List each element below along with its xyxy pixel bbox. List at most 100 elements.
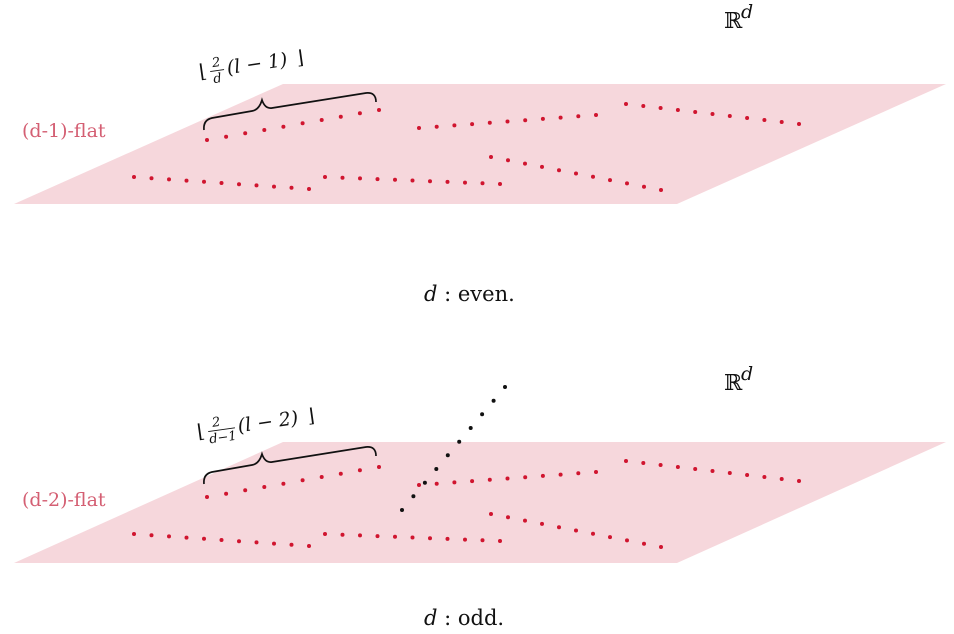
off-plane-point (445, 453, 450, 458)
point (319, 118, 324, 122)
curly-brace (203, 92, 377, 131)
point (693, 467, 698, 471)
point (480, 538, 485, 543)
point-set (132, 102, 801, 192)
point (300, 478, 305, 483)
point (393, 534, 397, 539)
space-label: ℝ d (724, 363, 753, 396)
point (470, 479, 475, 484)
point (658, 463, 663, 467)
caption: d : even. (424, 282, 515, 306)
point (219, 181, 224, 185)
point (574, 171, 578, 176)
brace-body: (l − 2) (236, 407, 299, 437)
point (281, 124, 286, 129)
point (149, 533, 154, 538)
caption-variable: d (424, 606, 437, 630)
plane-d-2-flat (14, 442, 946, 563)
point (470, 122, 475, 127)
point (132, 175, 136, 179)
point (375, 534, 380, 539)
point (557, 525, 561, 530)
fraction-denominator: d (212, 71, 222, 87)
caption-variable: d (424, 282, 437, 306)
point (434, 124, 439, 129)
point (489, 155, 493, 159)
point (393, 177, 397, 182)
point (463, 537, 467, 542)
point (338, 471, 343, 476)
point (797, 122, 801, 126)
panel-odd: (d-2)-flat ℝ d ⌊ 2 d−1 (l − 2) ⌋ d : odd… (14, 363, 946, 630)
caption-text: d : even. (424, 282, 515, 306)
point (262, 485, 267, 489)
point (184, 535, 189, 540)
point (307, 187, 311, 191)
off-plane-point (422, 480, 427, 485)
point (727, 471, 732, 475)
point (625, 538, 629, 543)
caption-text: d : odd. (424, 606, 504, 630)
point (779, 120, 784, 124)
space-symbol: ℝ (724, 371, 743, 396)
point (591, 531, 595, 536)
point (489, 512, 493, 516)
off-plane-point (491, 398, 496, 403)
point (358, 533, 362, 538)
point (445, 536, 450, 541)
point (272, 541, 276, 546)
point (625, 181, 629, 186)
point (523, 518, 527, 523)
point (132, 532, 136, 536)
point (307, 544, 311, 548)
point (281, 481, 286, 486)
off-plane-point (468, 426, 473, 430)
point (340, 175, 345, 180)
point (428, 536, 432, 541)
point (377, 108, 381, 112)
point (540, 521, 544, 526)
space-exponent: d (741, 1, 753, 23)
point (300, 121, 305, 126)
point (762, 475, 767, 479)
point (641, 461, 646, 465)
point (540, 116, 545, 121)
point (243, 131, 248, 136)
point (254, 183, 259, 188)
floor-open: ⌊ (198, 60, 208, 83)
point (642, 541, 646, 546)
point (272, 184, 276, 189)
point (202, 536, 206, 541)
panel-even: (d-1)-flat ℝ d ⌊ 2 d (l − 1) ⌋ d : even. (14, 1, 946, 306)
point (463, 180, 467, 185)
point-set (132, 385, 801, 549)
point (675, 108, 680, 112)
point (262, 128, 267, 132)
flat-label: (d-2)-flat (22, 489, 106, 511)
point (505, 476, 510, 481)
point (505, 119, 510, 124)
point (745, 473, 750, 477)
point (642, 184, 646, 189)
point (202, 179, 206, 184)
point (289, 542, 294, 547)
point (417, 126, 421, 130)
point (319, 475, 324, 479)
point (237, 539, 241, 544)
brace-body: (l − 1) (225, 49, 288, 79)
point (659, 545, 663, 549)
point (797, 479, 801, 483)
floor-close: ⌋ (306, 405, 316, 428)
point (693, 110, 698, 114)
space-symbol: ℝ (724, 9, 743, 34)
point (340, 532, 345, 537)
off-plane-point (503, 385, 507, 389)
floor-close: ⌋ (295, 46, 305, 69)
point (779, 477, 784, 481)
point (576, 114, 581, 119)
flat-label: (d-1)-flat (22, 120, 106, 142)
point (540, 473, 545, 478)
point (659, 188, 663, 192)
